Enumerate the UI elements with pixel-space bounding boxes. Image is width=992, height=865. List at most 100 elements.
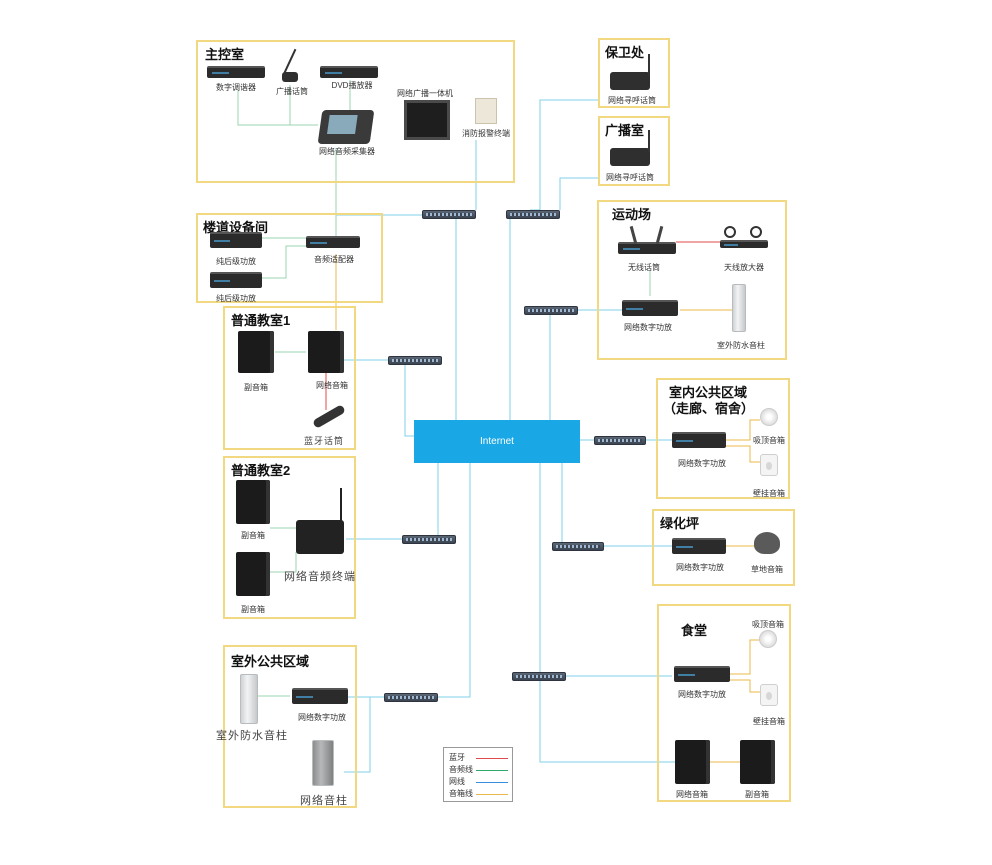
network-switch [594, 436, 646, 445]
zone-title: 保卫处 [605, 42, 644, 61]
network-switch [524, 306, 578, 315]
paging-mic-device [282, 72, 298, 82]
host-console-device [318, 110, 375, 144]
device-label: 网络数字功放 [676, 562, 724, 573]
device-label: DVD播放器 [332, 80, 373, 91]
lawn-amp-device [672, 538, 726, 554]
stadium-amp-device [622, 300, 678, 316]
device-label: 网络数字功放 [678, 458, 726, 469]
antenna-icon [750, 226, 762, 238]
tuner-device [207, 66, 265, 78]
device-label: 草地音箱 [751, 564, 783, 575]
device-label: 副音箱 [241, 604, 265, 615]
wire-net [560, 178, 598, 210]
legend-label: 蓝牙 [449, 752, 465, 763]
indoor-amp-device [672, 432, 726, 448]
legend-line-network [476, 782, 508, 783]
antenna-amp-device [720, 240, 768, 248]
device-label: 网络数字功放 [678, 689, 726, 700]
device-label: 副音箱 [244, 382, 268, 393]
broadcast-all-in-one-device [404, 100, 450, 140]
device-label: 吸顶音箱 [752, 619, 784, 630]
wire-net [438, 463, 470, 697]
device-label: 数字调谐器 [216, 82, 256, 93]
legend: 蓝牙 音频线 网线 音箱线 [443, 747, 513, 802]
device-label: 蓝牙话筒 [304, 434, 344, 447]
audio-adapter-device [306, 236, 360, 248]
internet-cloud: Internet [414, 420, 580, 463]
outdoor-column-speaker [732, 284, 746, 332]
network-switch [506, 210, 560, 219]
network-speaker [308, 331, 344, 373]
network-switch [388, 356, 442, 365]
zone-title: 普通教室1 [231, 310, 290, 329]
legend-label: 网线 [449, 776, 465, 787]
zone-subtitle: （走廊、宿舍） [663, 398, 754, 417]
wire-net [530, 100, 598, 210]
zone-title: 运动场 [612, 204, 651, 223]
zone-title: 普通教室2 [231, 460, 290, 479]
wire-net [540, 676, 675, 762]
security-mic-stem [648, 54, 650, 76]
legend-label: 音频线 [449, 764, 473, 775]
device-label: 壁挂音箱 [753, 488, 785, 499]
device-label: 副音箱 [241, 530, 265, 541]
wire-net [562, 463, 580, 546]
internet-label: Internet [480, 436, 514, 447]
device-label: 广播话筒 [276, 86, 308, 97]
device-label: 网络音箱 [676, 789, 708, 800]
device-label: 网络数字功放 [298, 712, 346, 723]
network-switch [512, 672, 566, 681]
power-amp-device [210, 272, 262, 288]
passive-speaker [236, 480, 270, 524]
network-column-speaker [312, 740, 334, 786]
wall-speaker [760, 684, 778, 706]
device-label: 网络音箱 [316, 380, 348, 391]
fire-terminal-device [475, 98, 497, 124]
network-switch [402, 535, 456, 544]
wireless-mic-receiver-device [618, 242, 676, 254]
passive-speaker [740, 740, 775, 784]
zone-title: 室外公共区域 [231, 651, 309, 670]
broadcast-intercom-device [610, 148, 650, 166]
device-label: 纯后级功放 [216, 256, 256, 267]
device-label: 无线话筒 [628, 262, 660, 273]
power-amp-device [210, 232, 262, 248]
device-label: 副音箱 [745, 789, 769, 800]
network-speaker [675, 740, 710, 784]
device-label: 网络音频终端 [284, 568, 356, 584]
device-label: 网络广播一体机 [397, 88, 453, 99]
legend-label: 音箱线 [449, 788, 473, 799]
device-label: 网络音柱 [300, 792, 348, 808]
network-switch [552, 542, 604, 551]
dvd-device [320, 66, 378, 78]
garden-speaker [754, 532, 780, 554]
wire-net [405, 360, 414, 436]
device-label: 天线放大器 [724, 262, 764, 273]
zone-stadium [597, 200, 787, 360]
device-label: 网络寻呼话筒 [608, 95, 656, 106]
legend-line-bluetooth [476, 758, 508, 759]
outdoor-column-speaker [240, 674, 258, 724]
passive-speaker [236, 552, 270, 596]
legend-line-speaker [476, 794, 508, 795]
network-switch [422, 210, 476, 219]
wall-speaker [760, 454, 778, 476]
device-label: 纯后级功放 [216, 293, 256, 304]
device-label: 室外防水音柱 [216, 727, 288, 743]
device-label: 壁挂音箱 [753, 716, 785, 727]
antenna-icon [724, 226, 736, 238]
ceiling-speaker [759, 630, 777, 648]
device-label: 网络数字功放 [624, 322, 672, 333]
device-label: 吸顶音箱 [753, 435, 785, 446]
device-label: 消防报警终端 [462, 128, 510, 139]
device-label: 网络音频采集器 [319, 146, 375, 157]
terminal-antenna-icon [340, 488, 342, 522]
legend-line-audio [476, 770, 508, 771]
device-label: 室外防水音柱 [717, 340, 765, 351]
zone-title: 食堂 [681, 620, 707, 639]
device-label: 网络寻呼话筒 [606, 172, 654, 183]
passive-speaker [238, 331, 274, 373]
zone-title: 主控室 [205, 44, 244, 63]
